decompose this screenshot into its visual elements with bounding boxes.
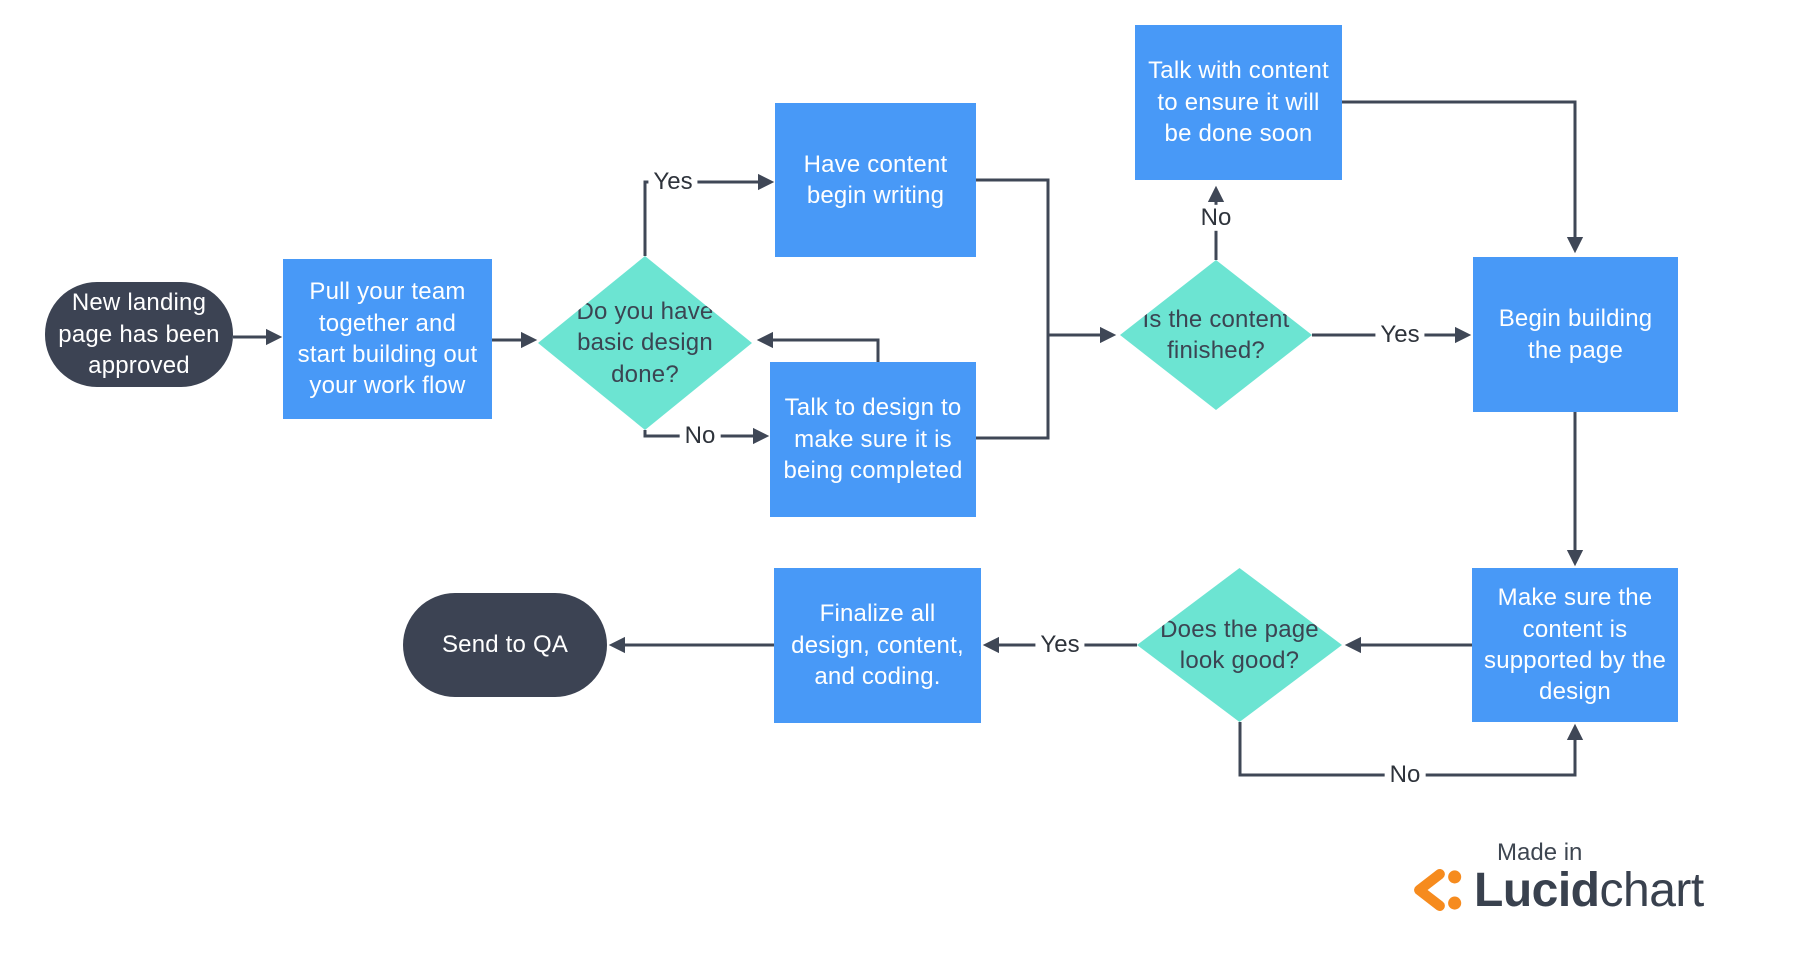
lucidchart-branding[interactable]: Lucidchart xyxy=(1408,862,1704,918)
lucidchart-wordmark: Lucidchart xyxy=(1474,863,1704,918)
edge-design-done-no-to-talk-design xyxy=(643,427,770,445)
node-have-content-process: Have content begin writing xyxy=(775,103,976,257)
node-talk-content-process: Talk with content to ensure it will be d… xyxy=(1135,25,1342,180)
node-make-sure-process: Make sure the content is supported by th… xyxy=(1472,568,1678,722)
node-begin-building-process: Begin building the page xyxy=(1473,257,1678,412)
edge-talk-design-loop-to-design-done xyxy=(756,331,880,362)
edge-label-look-good-no: No xyxy=(1384,761,1426,789)
node-pull-team-process: Pull your team together and start buildi… xyxy=(283,259,492,419)
node-send-qa-terminator: Send to QA xyxy=(403,593,607,697)
edge-label-content-finished-yes: Yes xyxy=(1375,321,1425,349)
lucidchart-wordmark-bold: Lucid xyxy=(1474,863,1600,917)
edge-label-design-done-yes: Yes xyxy=(648,168,698,196)
edge-merge-have-content-talk-design xyxy=(976,178,1050,440)
edge-label-content-finished-no: No xyxy=(1195,204,1237,232)
lucidchart-wordmark-light: chart xyxy=(1599,863,1705,917)
edge-label-look-good-yes: Yes xyxy=(1035,631,1085,659)
node-design-done-decision: Do you have basic design done? xyxy=(538,256,752,430)
edge-design-done-yes-to-have-content xyxy=(643,173,775,256)
node-finalize-process: Finalize all design, content, and coding… xyxy=(774,568,981,723)
node-talk-design-process: Talk to design to make sure it is being … xyxy=(770,362,976,517)
node-start-terminator: New landing page has been approved xyxy=(45,282,233,387)
lucidchart-logo-icon xyxy=(1414,869,1462,911)
made-in-text: Made in xyxy=(1497,839,1583,866)
edge-label-design-done-no: No xyxy=(679,422,721,450)
edge-talk-content-to-begin-building xyxy=(1342,100,1584,254)
